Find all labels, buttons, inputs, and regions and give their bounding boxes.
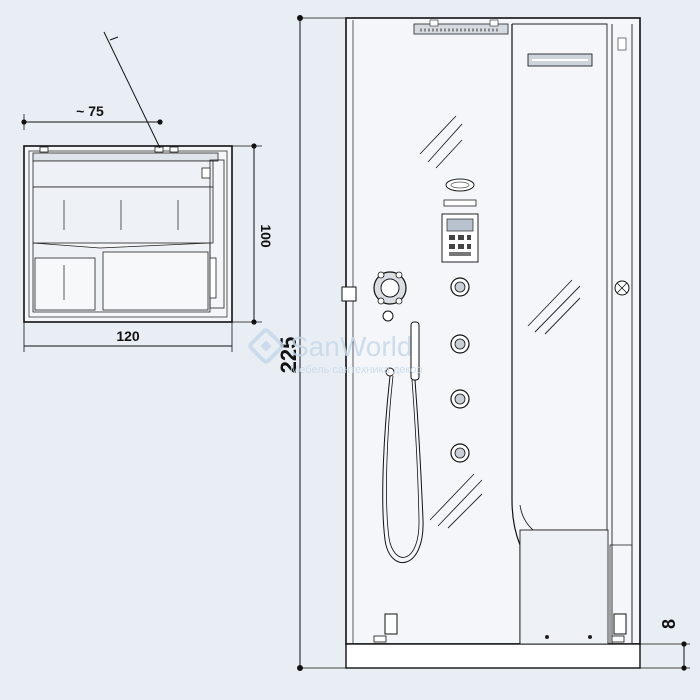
watermark-brand: SanWorld — [290, 331, 412, 362]
watermark-logo-icon — [248, 328, 284, 364]
body-jets — [450, 277, 470, 463]
body-jet — [450, 443, 470, 463]
watermark-tagline: Мебель сантехника декор — [290, 364, 423, 376]
tray-height-dimension — [640, 641, 690, 671]
plan-width-dimension — [23, 322, 233, 352]
body-jet — [450, 334, 470, 354]
logo-plaque — [445, 178, 475, 192]
glass-reflection — [419, 115, 581, 529]
body-jet — [450, 389, 470, 409]
tray-height-label: 8 — [659, 619, 679, 629]
bottom-fixtures — [373, 613, 627, 643]
plan-view — [23, 31, 233, 323]
body-jet — [450, 277, 470, 297]
plan-opening-label: ~ 75 — [76, 103, 104, 119]
shelf — [527, 53, 593, 67]
height-dimension — [297, 15, 346, 671]
door-handle — [341, 286, 357, 302]
plan-opening-dimension — [21, 114, 163, 130]
control-panel — [441, 199, 479, 263]
plan-depth-dimension — [232, 143, 262, 325]
plan-depth-label: 100 — [258, 224, 274, 248]
watermark: SanWorld Мебель сантехника декор — [248, 328, 423, 376]
wall-fixture — [614, 280, 630, 296]
hand-shower — [382, 321, 424, 563]
front-view — [345, 17, 641, 669]
plan-width-label: 120 — [116, 328, 140, 344]
mixer-knob — [373, 271, 407, 322]
